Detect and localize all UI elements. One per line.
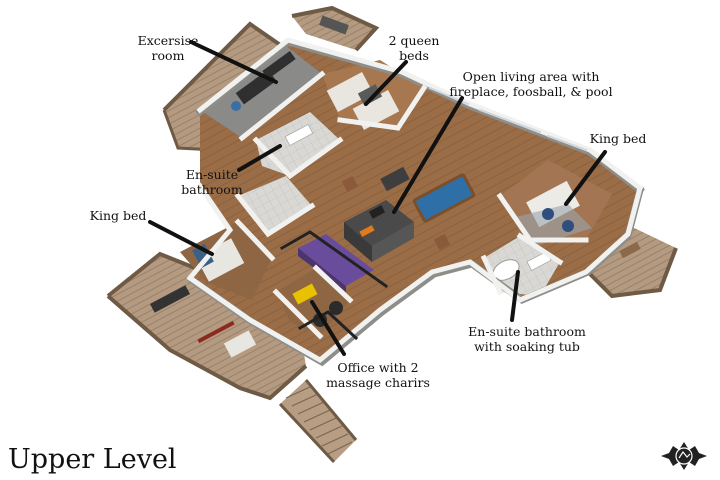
label-king-bed-left: King bed <box>78 208 158 223</box>
page-title: Upper Level <box>8 444 177 475</box>
stairs <box>278 379 358 464</box>
label-line: bathroom <box>181 182 243 197</box>
label-line: room <box>151 48 185 63</box>
label-queen-beds: 2 queen beds <box>384 33 444 63</box>
pointer-lines <box>148 40 607 356</box>
label-line: King bed <box>89 208 147 223</box>
label-line: Office with 2 <box>337 360 419 375</box>
living-area <box>298 166 476 292</box>
label-line: fireplace, foosball, & pool <box>449 84 613 99</box>
label-line: massage charirs <box>326 375 430 390</box>
pointer-living-area <box>392 96 464 214</box>
pointer-ensuite-left <box>237 144 282 172</box>
lower-left-deck <box>106 251 308 401</box>
label-line: beds <box>399 48 429 63</box>
brand-logo-icon <box>661 442 707 470</box>
lower-ensuite <box>238 176 312 234</box>
label-line: King bed <box>589 131 647 146</box>
label-line: 2 queen <box>388 33 440 48</box>
pointer-queen-beds <box>364 60 408 106</box>
pointer-exercise-room <box>189 40 278 84</box>
label-ensuite-right: En-suite bathroom with soaking tub <box>452 324 602 354</box>
pointer-king-bed-right <box>564 150 607 206</box>
label-line: En-suite bathroom <box>468 324 586 339</box>
label-line: Open living area with <box>462 69 600 84</box>
label-living-area: Open living area with fireplace, foosbal… <box>436 69 626 99</box>
label-exercise-room: Excersise room <box>128 33 208 63</box>
pointer-ensuite-right <box>510 270 520 322</box>
pointer-king-bed-left <box>148 220 214 256</box>
right-deck <box>584 226 678 299</box>
label-office: Office with 2 massage charirs <box>318 360 438 390</box>
label-line: En-suite <box>185 167 239 182</box>
label-ensuite-left: En-suite bathroom <box>172 167 252 197</box>
label-king-bed-right: King bed <box>578 131 658 146</box>
deck-furniture <box>149 15 641 358</box>
walls <box>186 37 645 367</box>
label-line: with soaking tub <box>474 339 580 354</box>
left-king-bedroom <box>180 222 272 300</box>
label-line: Excersise <box>137 33 199 48</box>
pointer-office <box>310 300 346 356</box>
